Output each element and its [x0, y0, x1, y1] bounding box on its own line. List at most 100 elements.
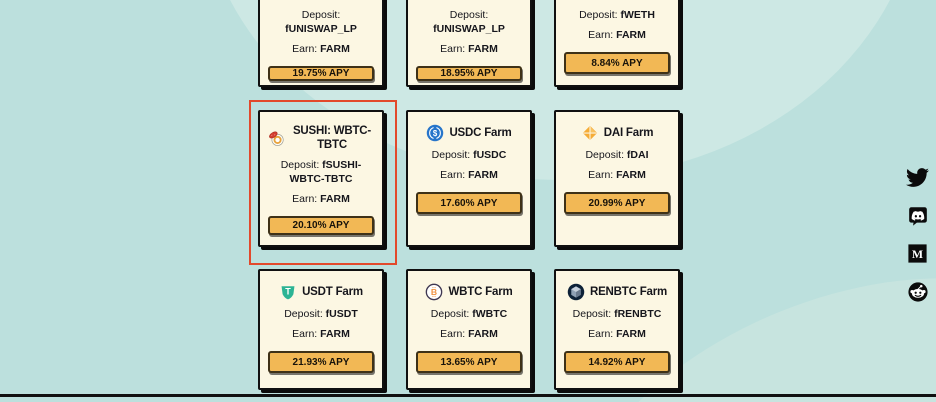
- discord-icon[interactable]: [906, 205, 929, 226]
- earn-label: Earn:: [588, 29, 614, 41]
- farm-card[interactable]: Deposit: fWETH Earn: FARM 8.84% APY: [554, 0, 680, 87]
- farm-card[interactable]: Deposit: fUNISWAP_LP Earn: FARM 19.75% A…: [258, 0, 384, 87]
- deposit-asset: fWETH: [620, 9, 655, 21]
- card-title-row: SUSHI: WBTC-TBTC: [268, 124, 374, 152]
- earn-asset: FARM: [320, 43, 350, 55]
- deposit-line: Deposit: fWETH: [579, 8, 655, 22]
- apy-button[interactable]: 17.60% APY: [416, 192, 522, 214]
- farm-card-selected[interactable]: SUSHI: WBTC-TBTC Deposit: fSUSHI-WBTC-TB…: [258, 110, 384, 247]
- renbtc-icon: [567, 283, 585, 301]
- card-title-row: RENBTC Farm: [567, 283, 667, 301]
- deposit-asset: fDAI: [626, 149, 649, 161]
- card-title: USDC Farm: [449, 127, 512, 139]
- card-title: SUSHI: WBTC-TBTC: [292, 125, 372, 151]
- earn-label: Earn:: [292, 328, 318, 340]
- earn-label: Earn:: [440, 43, 466, 55]
- dai-icon: [581, 124, 599, 142]
- card-title-row: B WBTC Farm: [425, 283, 513, 301]
- earn-line: Earn: FARM: [292, 327, 350, 341]
- deposit-label: Deposit:: [572, 308, 612, 320]
- deposit-asset: fUNISWAP_LP: [433, 23, 505, 35]
- card-title: USDT Farm: [302, 286, 363, 298]
- earn-label: Earn:: [588, 169, 614, 181]
- deposit-line: Deposit: fUNISWAP_LP: [268, 8, 374, 36]
- earn-line: Earn: FARM: [440, 42, 498, 56]
- apy-button[interactable]: 13.65% APY: [416, 351, 522, 373]
- farm-card[interactable]: Deposit: fUNISWAP_LP Earn: FARM 18.95% A…: [406, 0, 532, 87]
- reddit-icon[interactable]: [906, 281, 929, 302]
- deposit-label: Deposit:: [585, 149, 624, 161]
- card-title: DAI Farm: [603, 127, 654, 139]
- card-title-row: $ USDC Farm: [426, 124, 512, 142]
- farm-card-row-middle: SUSHI: WBTC-TBTC Deposit: fSUSHI-WBTC-TB…: [258, 110, 680, 247]
- deposit-asset: fUSDT: [325, 308, 358, 320]
- farm-card[interactable]: B WBTC Farm Deposit: fWBTC Earn: FARM 13…: [406, 269, 532, 390]
- farm-card[interactable]: RENBTC Farm Deposit: fRENBTC Earn: FARM …: [554, 269, 680, 390]
- earn-asset: FARM: [616, 169, 646, 181]
- deposit-asset: fRENBTC: [614, 308, 662, 320]
- usdc-icon: $: [426, 124, 444, 142]
- apy-button[interactable]: 8.84% APY: [564, 52, 670, 74]
- earn-line: Earn: FARM: [440, 168, 498, 182]
- usdt-icon: T: [279, 283, 297, 301]
- farm-card[interactable]: DAI Farm Deposit: fDAI Earn: FARM 20.99%…: [554, 110, 680, 247]
- card-title-row: T USDT Farm: [279, 283, 363, 301]
- farm-card-row-top: Deposit: fUNISWAP_LP Earn: FARM 19.75% A…: [258, 0, 680, 87]
- earn-label: Earn:: [440, 169, 466, 181]
- wbtc-icon: B: [425, 283, 443, 301]
- earn-asset: FARM: [616, 328, 646, 340]
- earn-asset: FARM: [320, 193, 350, 205]
- deposit-label: Deposit:: [280, 159, 320, 171]
- earn-asset: FARM: [468, 328, 498, 340]
- earn-asset: FARM: [616, 29, 646, 41]
- farm-card[interactable]: $ USDC Farm Deposit: fUSDC Earn: FARM 17…: [406, 110, 532, 247]
- twitter-icon[interactable]: [906, 167, 929, 188]
- deposit-label: Deposit:: [430, 308, 470, 320]
- deposit-line: Deposit: fUSDT: [284, 307, 358, 321]
- card-title-row: DAI Farm: [581, 124, 654, 142]
- deposit-asset: fUSDC: [473, 149, 507, 161]
- apy-button[interactable]: 20.99% APY: [564, 192, 670, 214]
- svg-text:$: $: [433, 129, 438, 138]
- earn-label: Earn:: [292, 193, 318, 205]
- medium-icon[interactable]: M: [906, 243, 929, 264]
- earn-asset: FARM: [320, 328, 350, 340]
- svg-text:T: T: [285, 287, 291, 297]
- earn-line: Earn: FARM: [588, 28, 646, 42]
- apy-button[interactable]: 18.95% APY: [416, 66, 522, 81]
- sushi-icon: [268, 130, 285, 147]
- svg-text:B: B: [431, 287, 437, 297]
- earn-label: Earn:: [588, 328, 614, 340]
- farm-card-row-bottom: T USDT Farm Deposit: fUSDT Earn: FARM 21…: [258, 269, 680, 390]
- deposit-line: Deposit: fUNISWAP_LP: [416, 8, 522, 36]
- earn-asset: FARM: [468, 43, 498, 55]
- deposit-line: Deposit: fWBTC: [431, 307, 507, 321]
- deposit-line: Deposit: fUSDC: [432, 148, 507, 162]
- earn-line: Earn: FARM: [440, 327, 498, 341]
- earn-line: Earn: FARM: [292, 192, 350, 206]
- card-title: RENBTC Farm: [589, 286, 668, 298]
- apy-button[interactable]: 20.10% APY: [268, 216, 374, 235]
- deposit-asset: fSUSHI-WBTC-TBTC: [289, 159, 362, 185]
- earn-line: Earn: FARM: [588, 327, 646, 341]
- deposit-asset: fWBTC: [472, 308, 508, 320]
- deposit-label: Deposit:: [284, 308, 323, 320]
- farm-card[interactable]: T USDT Farm Deposit: fUSDT Earn: FARM 21…: [258, 269, 384, 390]
- deposit-line: Deposit: fDAI: [585, 148, 648, 162]
- apy-button[interactable]: 21.93% APY: [268, 351, 374, 373]
- apy-button[interactable]: 14.92% APY: [564, 351, 670, 373]
- deposit-label: Deposit:: [449, 9, 489, 21]
- svg-text:M: M: [912, 247, 923, 261]
- earn-asset: FARM: [468, 169, 498, 181]
- earn-label: Earn:: [292, 43, 318, 55]
- apy-button[interactable]: 19.75% APY: [268, 66, 374, 81]
- deposit-line: Deposit: fRENBTC: [573, 307, 662, 321]
- earn-label: Earn:: [440, 328, 466, 340]
- earn-line: Earn: FARM: [588, 168, 646, 182]
- card-title: WBTC Farm: [448, 286, 513, 298]
- deposit-label: Deposit:: [301, 9, 341, 21]
- deposit-line: Deposit: fSUSHI-WBTC-TBTC: [268, 158, 374, 186]
- deposit-label: Deposit:: [579, 9, 618, 21]
- footer-divider: [0, 394, 936, 397]
